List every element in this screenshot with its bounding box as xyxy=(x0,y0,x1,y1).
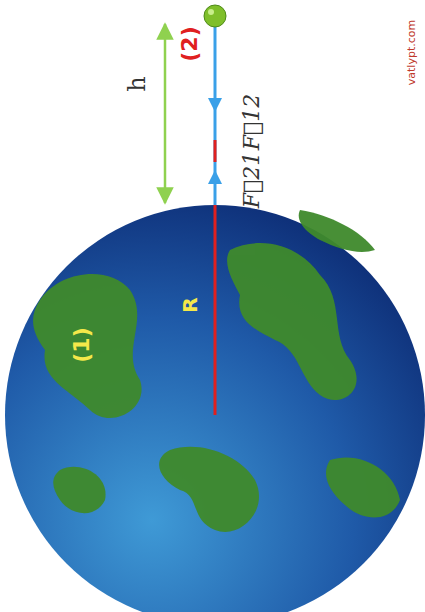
continents xyxy=(33,210,400,532)
force-arrowhead-down xyxy=(208,98,222,112)
force-arrowhead-up xyxy=(208,170,222,184)
body-number: (1) xyxy=(71,327,93,362)
body-number: (2) xyxy=(179,26,201,61)
radius-line xyxy=(214,205,217,415)
radius-label: R xyxy=(180,297,200,312)
apple xyxy=(204,5,226,27)
force-label: F⃗12 xyxy=(241,94,263,150)
earth-globe xyxy=(5,205,425,612)
force-label: F⃗21 xyxy=(241,152,263,208)
watermark: vatlypt.com xyxy=(406,19,417,84)
force-line-mid xyxy=(214,140,217,162)
apple-highlight xyxy=(208,9,214,15)
height-label: h xyxy=(125,76,149,91)
height-arrow xyxy=(164,24,167,203)
